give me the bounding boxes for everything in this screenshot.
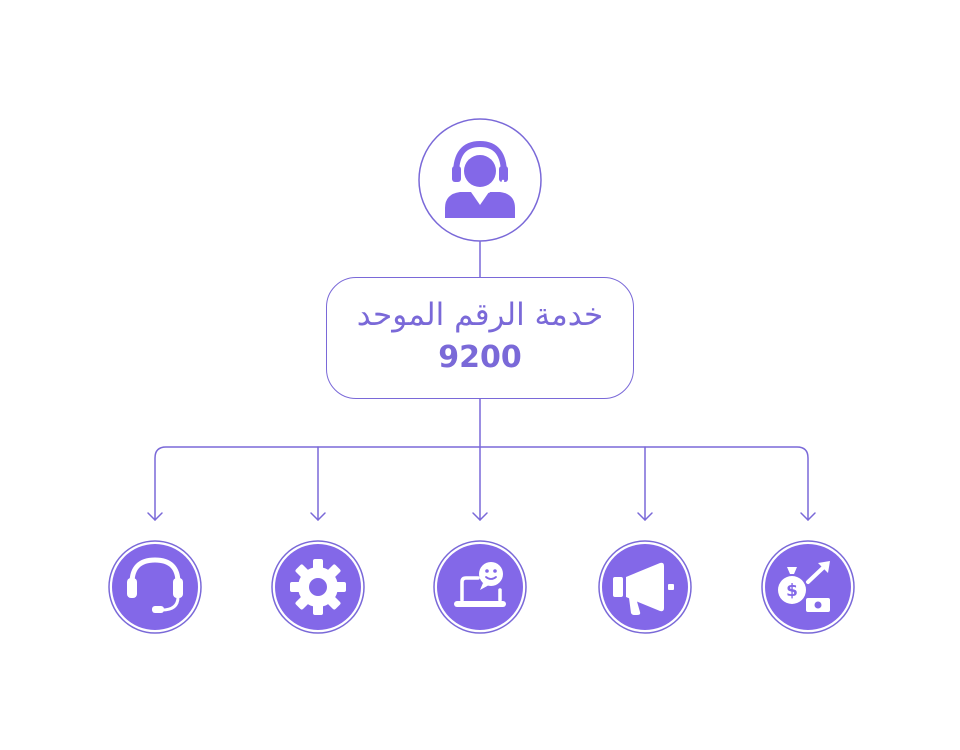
service-node-money-growth: $ bbox=[761, 540, 855, 634]
top-node bbox=[418, 118, 542, 242]
money-growth-icon: $ bbox=[778, 561, 830, 612]
svg-text:$: $ bbox=[786, 581, 798, 601]
arrowhead-2 bbox=[310, 512, 326, 521]
arrowhead-4 bbox=[637, 512, 653, 521]
gear-icon bbox=[290, 559, 346, 615]
arrowhead-1 bbox=[147, 512, 163, 521]
unified-number-box: خدمة الرقم الموحد 9200 bbox=[326, 277, 634, 399]
service-node-megaphone bbox=[598, 540, 692, 634]
service-node-headset bbox=[108, 540, 202, 634]
service-title: خدمة الرقم الموحد bbox=[356, 297, 604, 333]
call-center-agent-icon bbox=[445, 140, 515, 218]
branch-bus-line bbox=[154, 446, 809, 521]
arrowhead-5 bbox=[800, 512, 816, 521]
headset-icon bbox=[127, 557, 183, 613]
megaphone-icon bbox=[613, 562, 674, 615]
service-number: 9200 bbox=[438, 340, 522, 375]
laptop-chat-icon bbox=[454, 562, 506, 607]
connectors bbox=[147, 241, 816, 521]
service-node-gear bbox=[271, 540, 365, 634]
service-node-laptop-chat bbox=[433, 540, 527, 634]
arrowhead-3 bbox=[472, 512, 488, 521]
